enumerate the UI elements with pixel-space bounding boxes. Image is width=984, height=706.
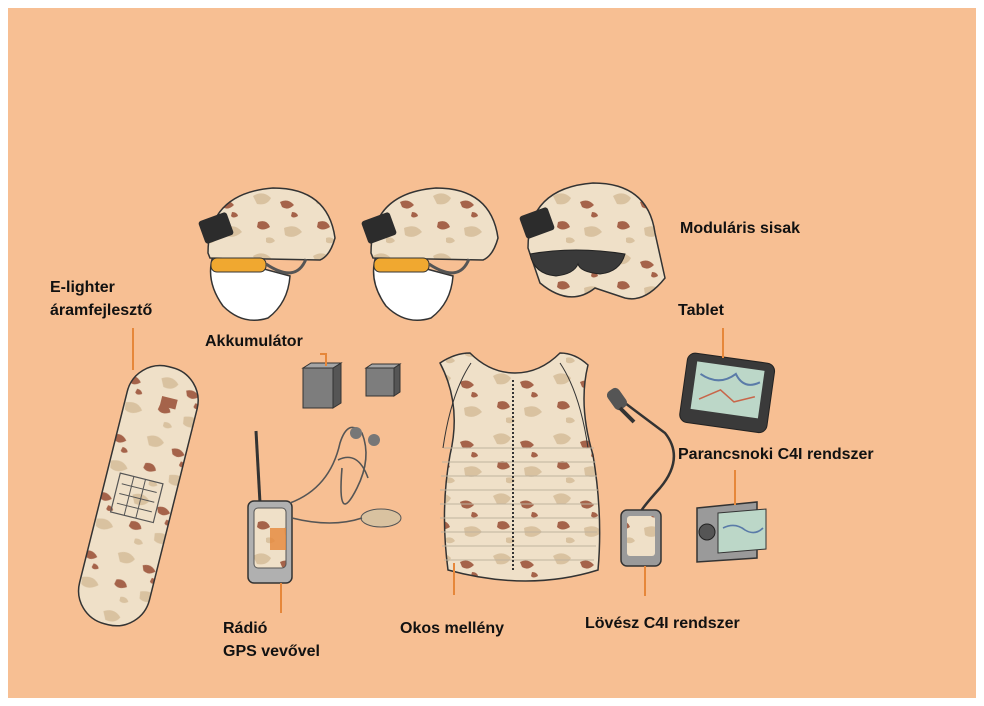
e-lighter-label-line2: áramfejlesztő xyxy=(50,300,152,322)
battery-illustration xyxy=(303,363,400,408)
helmet-label: Moduláris sisak xyxy=(680,218,800,240)
helmet-3-illustration xyxy=(519,183,665,299)
helmet-1-illustration xyxy=(198,188,335,320)
radio-gps-illustration xyxy=(248,427,401,583)
rifleman-c4i-illustration xyxy=(605,386,674,566)
commander-c4i-label: Parancsnoki C4I rendszer xyxy=(678,444,874,466)
rifleman-c4i-label: Lövész C4I rendszer xyxy=(585,613,740,635)
e-lighter-label-line1: E-lighter xyxy=(50,277,115,299)
radio-label-line1: Rádió xyxy=(223,618,267,640)
battery-label: Akkumulátor xyxy=(205,331,303,353)
tablet-label: Tablet xyxy=(678,300,724,322)
e-lighter-generator-illustration xyxy=(71,358,205,633)
helmet-2-illustration xyxy=(361,188,498,320)
vest-label: Okos mellény xyxy=(400,618,504,640)
equipment-illustration xyxy=(8,8,976,698)
illustration-canvas: Moduláris sisak E-lighter áramfejlesztő … xyxy=(8,8,976,698)
tablet-illustration xyxy=(679,352,776,434)
radio-label-line2: GPS vevővel xyxy=(223,641,320,663)
commander-c4i-illustration xyxy=(697,502,766,562)
smart-vest-illustration xyxy=(440,353,600,581)
